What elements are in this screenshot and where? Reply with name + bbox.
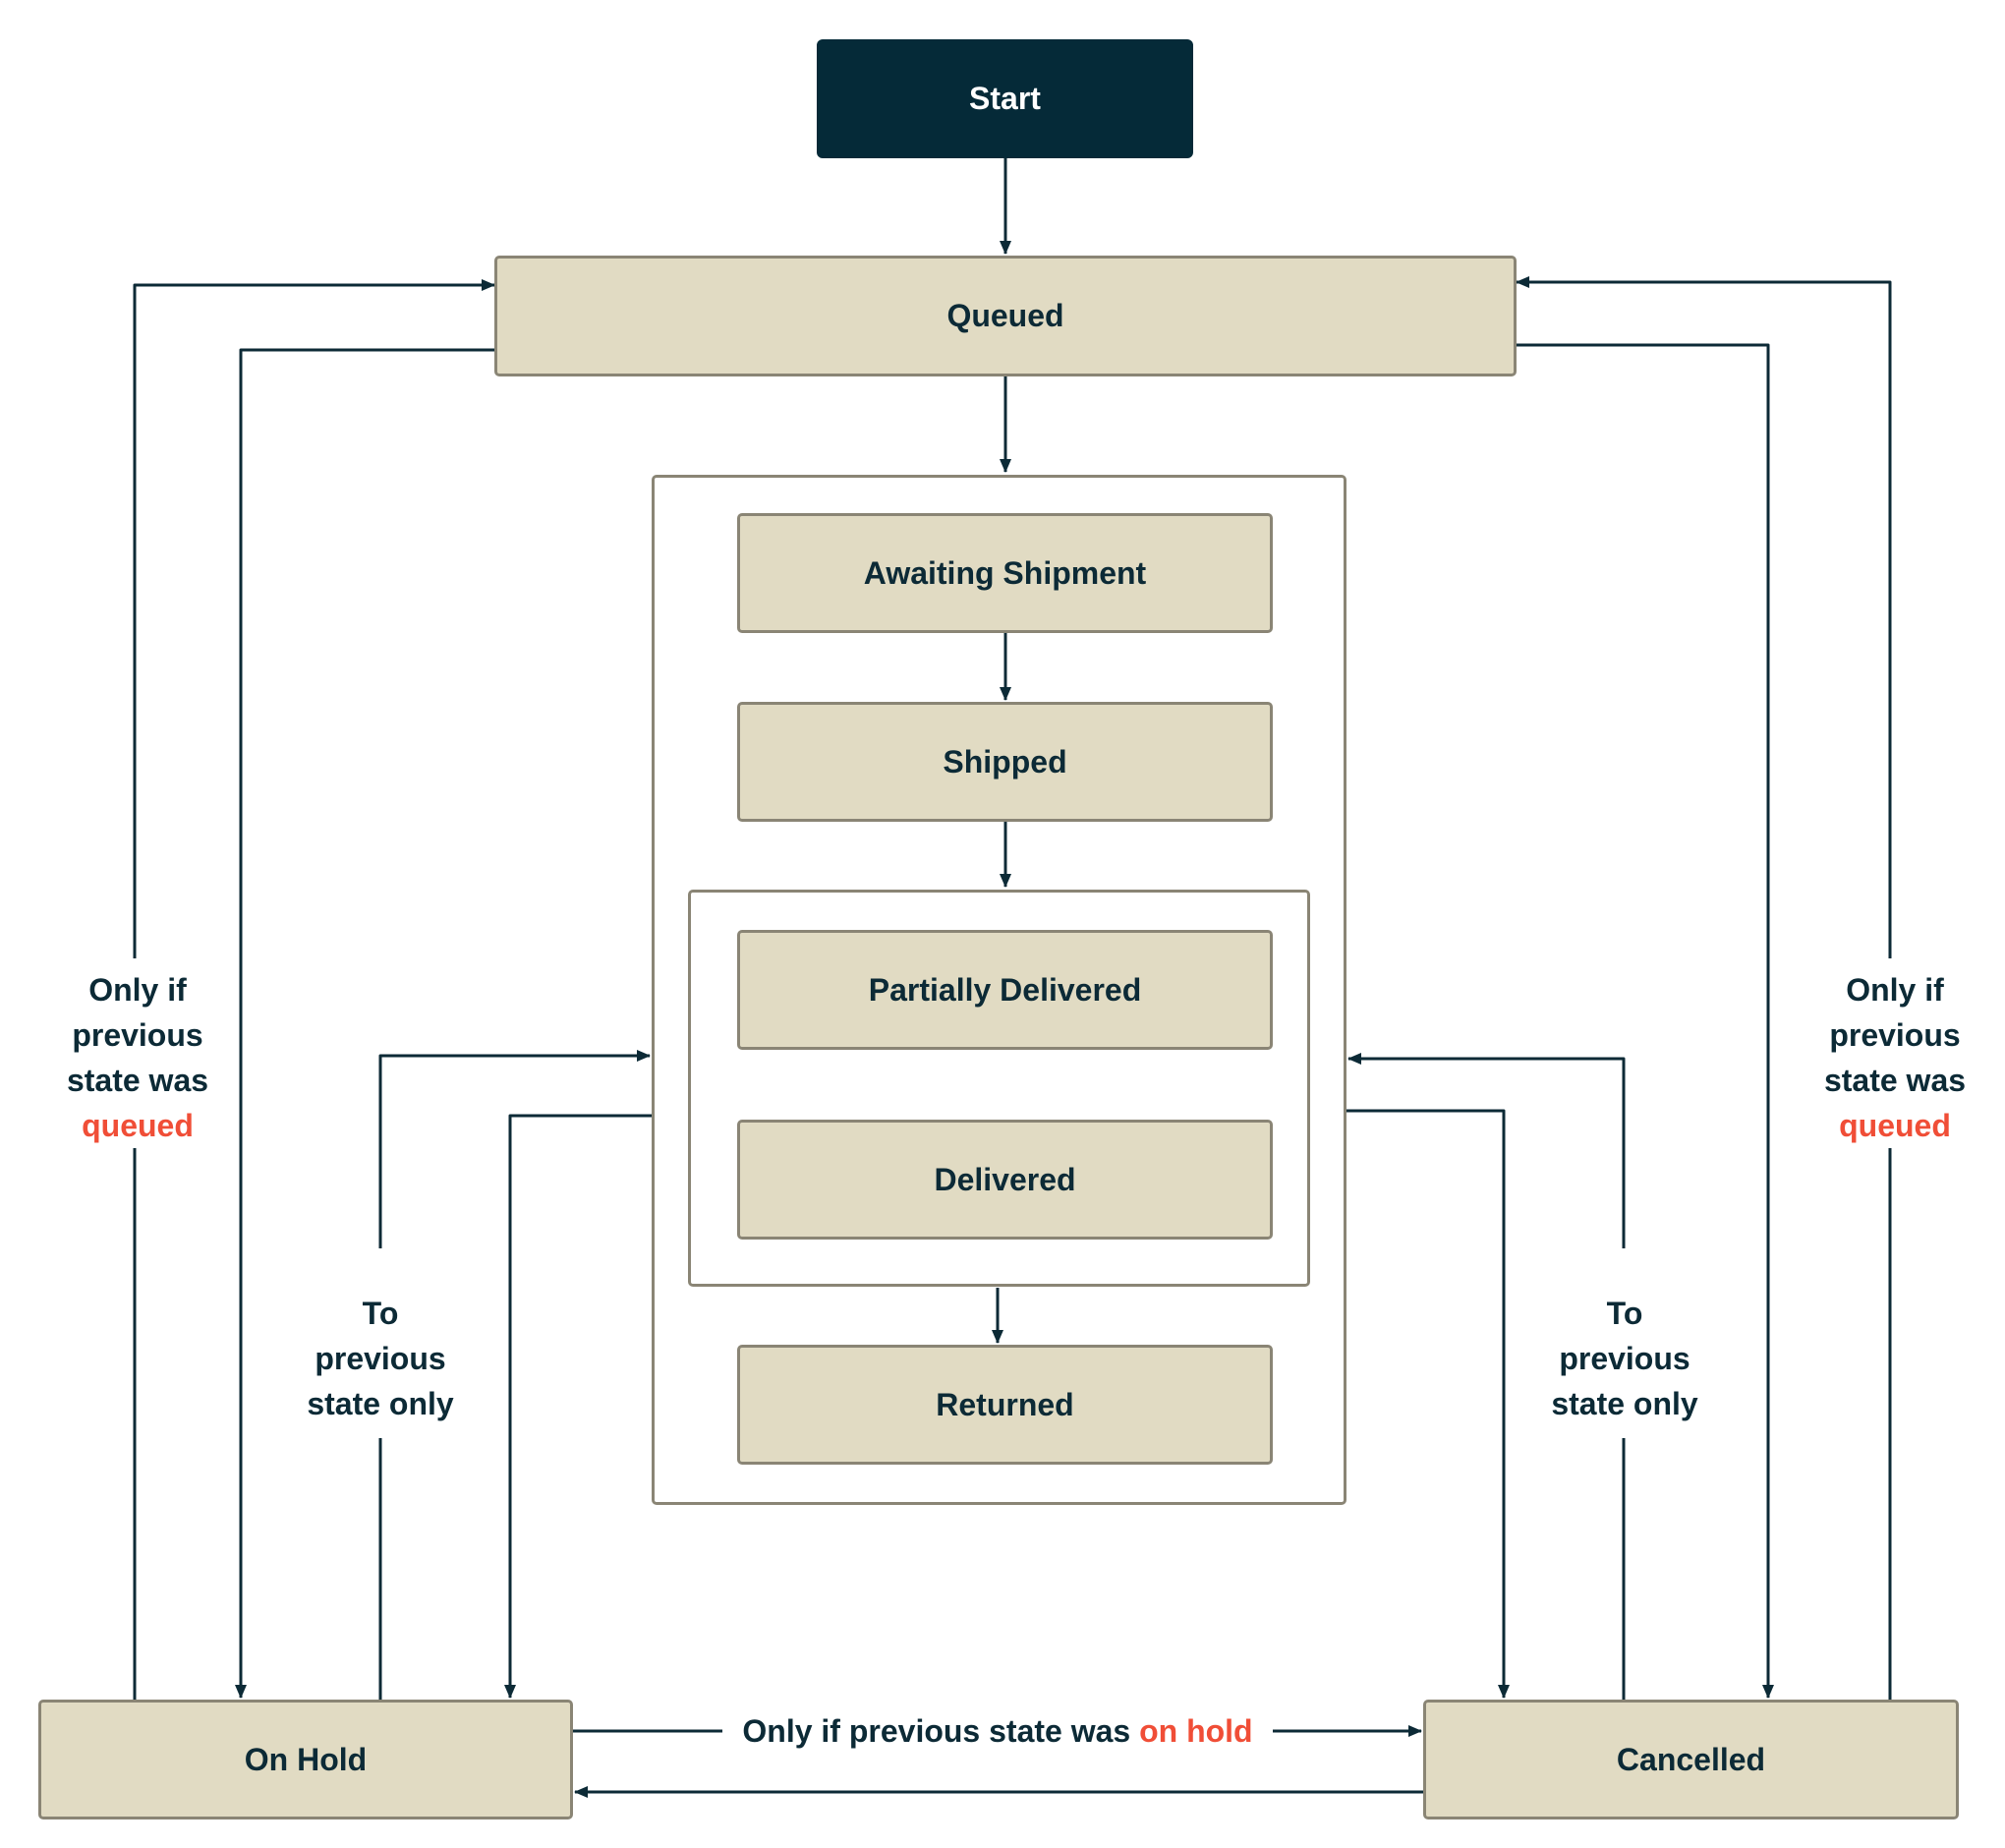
label-highlight: queued (1839, 1108, 1951, 1143)
label-line: state was (66, 1063, 209, 1098)
edge-onhold-queued (133, 285, 494, 1700)
edge-cancelled-queued (1517, 282, 1892, 1700)
label-line: previous (1829, 1017, 1961, 1053)
left-previous-state-label: To previous state only (287, 1291, 474, 1426)
bottom-on-hold-condition-label: Only if previous state was on hold (727, 1708, 1268, 1754)
edge-queued-cancelled (1515, 343, 1774, 1699)
label-line: Only if (88, 972, 187, 1008)
label-line: previous (1559, 1341, 1690, 1376)
start-node[interactable]: Start (817, 39, 1193, 158)
cancelled-node[interactable]: Cancelled (1423, 1700, 1959, 1819)
label-text: Only if previous state was (742, 1713, 1140, 1749)
edge-onhold-fulfillment (378, 1056, 650, 1700)
label-line: state only (1551, 1386, 1698, 1421)
queued-node[interactable]: Queued (494, 256, 1517, 376)
returned-node[interactable]: Returned (737, 1345, 1273, 1465)
delivered-node[interactable]: Delivered (737, 1120, 1273, 1240)
label-line: To (362, 1296, 399, 1331)
label-line: previous (315, 1341, 446, 1376)
label-highlight: queued (82, 1108, 194, 1143)
label-line: state only (307, 1386, 454, 1421)
right-queued-condition-label: Only if previous state was queued (1802, 967, 1988, 1148)
label-line: To (1606, 1296, 1643, 1331)
delivery-group (688, 890, 1310, 1287)
label-line: state was (1823, 1063, 1967, 1098)
label-line: Only if (1846, 972, 1944, 1008)
right-previous-state-label: To previous state only (1531, 1291, 1718, 1426)
fulfillment-group (652, 475, 1346, 1505)
awaiting-shipment-node[interactable]: Awaiting Shipment (737, 513, 1273, 633)
edge-cancelled-fulfillment (1348, 1059, 1626, 1700)
label-line: previous (72, 1017, 203, 1053)
edge-fulfillment-cancelled (1346, 1109, 1510, 1699)
shipped-node[interactable]: Shipped (737, 702, 1273, 822)
partially-delivered-node[interactable]: Partially Delivered (737, 930, 1273, 1050)
on-hold-node[interactable]: On Hold (38, 1700, 573, 1819)
edge-fulfillment-onhold (504, 1114, 652, 1699)
edge-queued-onhold (235, 348, 496, 1699)
label-highlight: on hold (1139, 1713, 1253, 1749)
left-queued-condition-label: Only if previous state was queued (44, 967, 231, 1148)
